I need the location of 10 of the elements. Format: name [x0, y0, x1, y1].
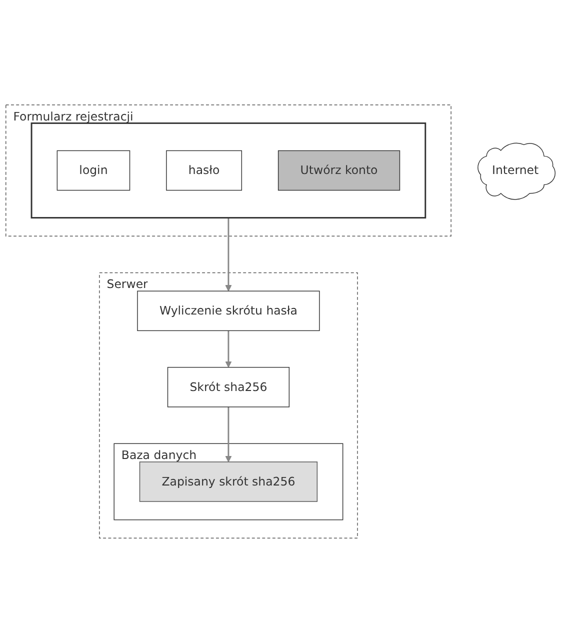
node-box: login [56, 150, 130, 191]
node-box: Skrót sha256 [167, 366, 290, 408]
arrow [225, 330, 232, 368]
node-box: Zapisany skrót sha256 [139, 462, 318, 502]
node-box: Wyliczenie skrótu hasła [137, 290, 320, 332]
node-box: hasło [166, 150, 242, 191]
node-box: Utwórz konto [278, 150, 400, 191]
cluster [30, 122, 426, 218]
arrow [225, 406, 232, 462]
arrow [225, 218, 232, 292]
